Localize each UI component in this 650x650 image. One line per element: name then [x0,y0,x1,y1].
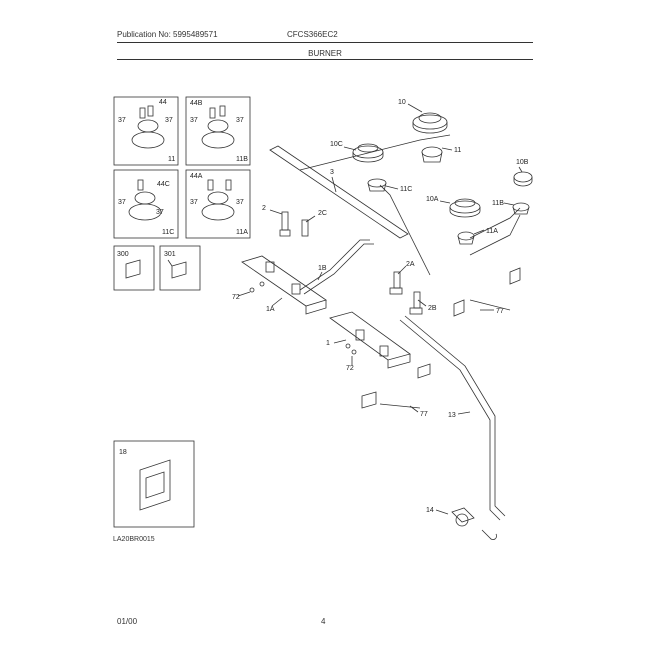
svg-text:37: 37 [190,117,198,124]
svg-text:37: 37 [236,117,244,124]
section-title: BURNER [308,49,342,58]
bracket-77-b [361,363,431,409]
callout-1b: 1B [318,265,327,272]
burner-head-11c [367,178,387,192]
callout-11: 11 [454,147,461,154]
svg-text:11A: 11A [236,229,248,236]
callout-2: 2 [262,205,266,212]
callout-10: 10 [398,99,406,106]
burner-cap-10a [449,198,481,218]
callout-3: 3 [330,169,334,176]
gas-tube-13 [399,214,521,521]
page-number: 4 [321,617,326,626]
inset-burner-11a: 44A 37 37 11A [185,169,251,239]
bracket-77-a [453,267,521,317]
inset-part-301: 301 [159,245,201,291]
inset-part-300: 300 [113,245,155,291]
burner-cap-10c [352,143,384,163]
valve-14 [451,507,497,540]
burner-cap-10 [412,112,448,134]
inset-burner-11b: 44B 37 37 11B [185,96,251,166]
screws-72-center [345,343,357,355]
callout-10b: 10B [516,159,529,166]
leader-lines [237,103,523,515]
svg-text:44A: 44A [190,173,203,180]
svg-text:37: 37 [236,199,244,206]
svg-text:44C: 44C [157,181,170,188]
callout-2a: 2A [406,261,415,268]
callout-77-right: 77 [496,308,504,315]
callout-10c: 10C [330,141,343,148]
svg-text:11: 11 [168,156,175,163]
callout-11a: 11A [486,228,498,235]
callout-72-center: 72 [346,365,354,372]
svg-text:37: 37 [165,117,173,124]
manifold-1 [329,311,411,369]
callout-10a: 10A [426,196,439,203]
svg-text:18: 18 [119,449,127,456]
callout-13: 13 [448,412,456,419]
callout-1: 1 [326,340,330,347]
inset-burner-11: 44 37 37 11 [113,96,179,166]
gas-tube-1b [299,239,374,295]
igniter-harness [269,134,521,276]
svg-text:37: 37 [156,209,164,216]
svg-text:37: 37 [118,199,126,206]
manifold-1a [241,255,327,315]
burner-head-11b [512,202,530,215]
svg-text:301: 301 [164,251,176,258]
valve-2a [389,271,403,295]
callout-72-left: 72 [232,294,240,301]
svg-text:300: 300 [117,251,129,258]
svg-text:11B: 11B [236,156,248,163]
svg-text:44: 44 [159,99,167,106]
svg-text:37: 37 [190,199,198,206]
footer-date: 01/00 [117,617,138,626]
burner-head-11a [457,231,475,245]
figure-code: LA20BR0015 [113,536,155,543]
screws-72-left [249,281,265,293]
model-number: CFCS366EC2 [287,30,338,39]
burner-cap-10b [513,171,533,187]
valve-2c [301,219,309,237]
callout-1a: 1A [266,306,275,313]
callout-2b: 2B [428,305,437,312]
callout-11b: 11B [492,200,504,207]
callout-77-center: 77 [420,411,428,418]
callout-labels: 10 10B 10C 10A 11 11C 11B 11A 3 2 2C 2A … [232,99,529,514]
valve-2b [409,291,423,315]
header-rule-top [117,42,533,43]
header-rule-bottom [117,59,533,60]
inset-part-18: 18 [113,440,195,528]
svg-text:37: 37 [118,117,126,124]
publication-number: Publication No: 5995489571 [117,30,218,39]
svg-text:11C: 11C [162,229,174,236]
valve-2 [279,211,291,237]
burner-head-11 [421,146,443,163]
callout-2c: 2C [318,210,327,217]
callout-14: 14 [426,507,434,514]
svg-text:44B: 44B [190,100,203,107]
callout-11c: 11C [400,186,412,193]
inset-burner-11c: 44C 37 37 11C [113,169,179,239]
